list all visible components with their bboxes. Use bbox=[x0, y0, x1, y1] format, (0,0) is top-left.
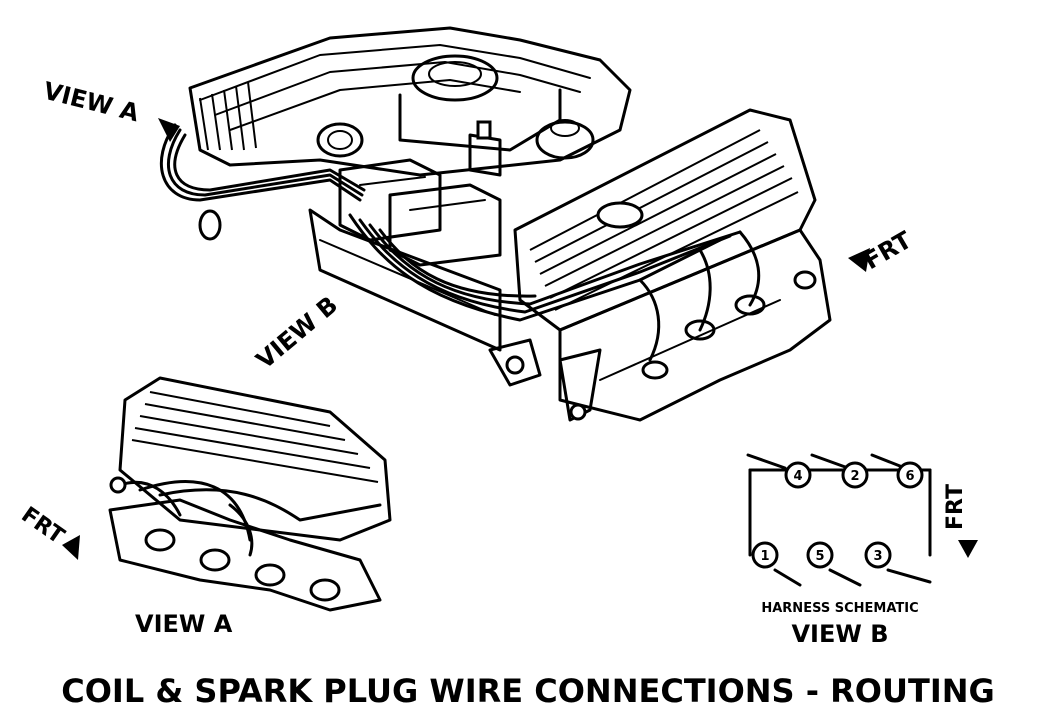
cylinder-label: 6 bbox=[905, 469, 914, 484]
engine-illustration bbox=[159, 26, 870, 422]
view-a-arrow-icon bbox=[158, 118, 180, 142]
cylinder-label: 5 bbox=[815, 549, 824, 564]
view-b-label: VIEW B bbox=[251, 291, 343, 375]
cylinder-2-icon bbox=[841, 461, 869, 489]
cylinder-label: 2 bbox=[850, 469, 859, 484]
cylinder-1-icon bbox=[751, 541, 779, 569]
frt-label-top: FRT bbox=[859, 226, 917, 276]
view-a-label: VIEW A bbox=[41, 77, 143, 128]
view-a-illustration bbox=[62, 376, 392, 612]
harness-schematic-label: HARNESS SCHEMATIC bbox=[761, 601, 918, 616]
cylinder-label: 3 bbox=[873, 549, 882, 564]
diagram-title: COIL & SPARK PLUG WIRE CONNECTIONS - ROU… bbox=[61, 672, 995, 710]
view-b-lower-label: VIEW B bbox=[791, 620, 888, 648]
cylinder-label: 1 bbox=[760, 549, 769, 564]
cylinder-4-icon bbox=[784, 461, 812, 489]
frt-label-left: FRT bbox=[17, 502, 69, 549]
view-a-lower-label: VIEW A bbox=[135, 610, 233, 638]
cylinder-6-icon bbox=[896, 461, 924, 489]
cylinder-label: 4 bbox=[793, 469, 802, 484]
frt-label-right: FRT bbox=[943, 484, 968, 530]
cylinder-3-icon bbox=[864, 541, 892, 569]
cylinder-5-icon bbox=[806, 541, 834, 569]
